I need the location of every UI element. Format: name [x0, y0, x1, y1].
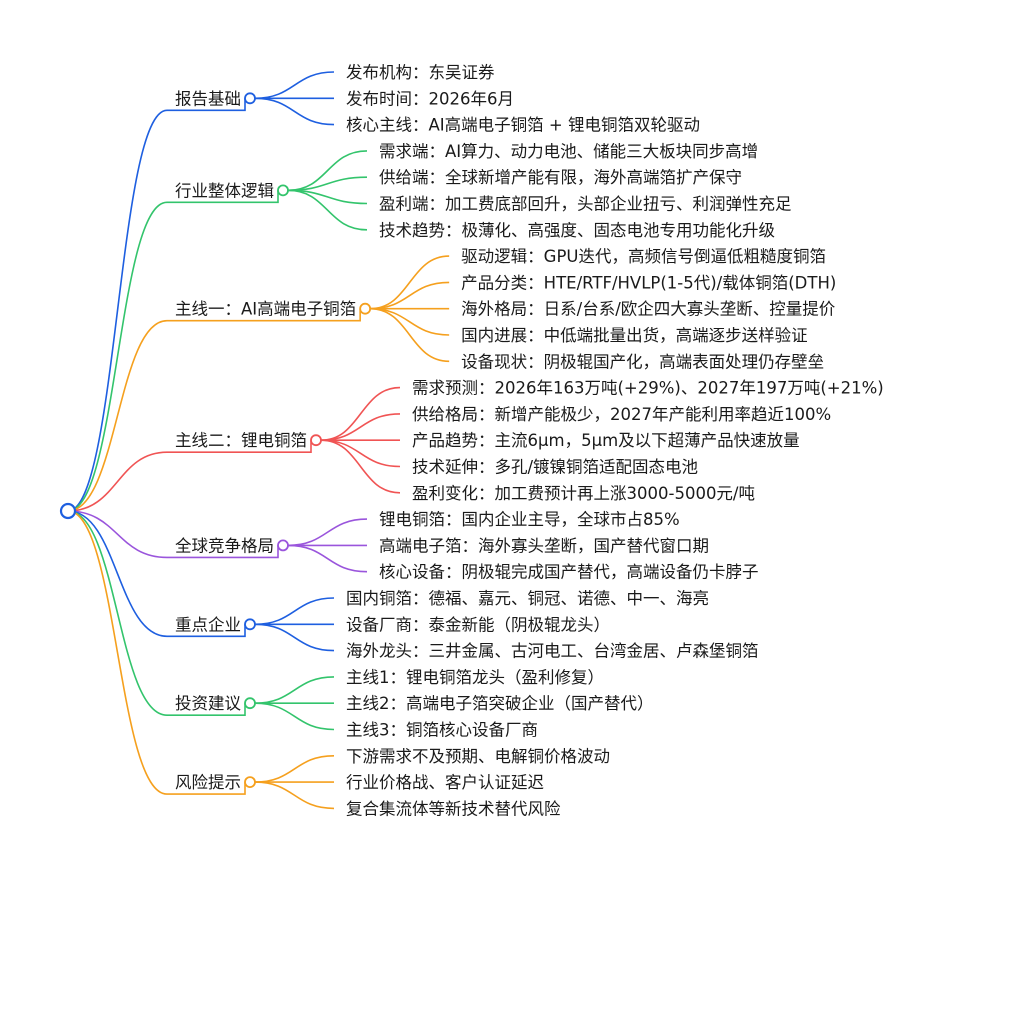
branch-node[interactable]	[244, 776, 256, 788]
leaf-label: 设备现状：阴极辊国产化，高端表面处理仍存壁垒	[461, 352, 824, 371]
branch-node[interactable]	[277, 184, 289, 197]
branch-edges	[254, 71, 450, 810]
root-node[interactable]	[59, 502, 77, 520]
leaf-label: 产品分类：HTE/RTF/HVLP(1-5代)/载体铜箔(DTH)	[461, 273, 836, 292]
leaf-label: 海外龙头：三井金属、古河电工、台湾金居、卢森堡铜箔	[346, 642, 759, 661]
branch-node[interactable]	[244, 618, 256, 631]
leaf-label: 核心主线：AI高端电子铜箔 + 锂电铜箔双轮驱动	[346, 116, 700, 135]
child-edge	[254, 597, 335, 626]
branch-node[interactable]	[277, 539, 289, 552]
leaf-label: 需求预测：2026年163万吨(+29%)、2027年197万吨(+21%)	[412, 379, 884, 398]
leaf-label: 主线1：锂电铜箔龙头（盈利修复）	[346, 668, 604, 687]
leaf-label: 发布机构：东吴证券	[346, 63, 495, 82]
branch-node[interactable]	[244, 92, 256, 105]
branch-label: 投资建议	[175, 694, 242, 713]
branch-label: 重点企业	[175, 615, 241, 634]
leaf-label: 盈利变化：加工费预计再上涨3000-5000元/吨	[412, 484, 755, 503]
root-edge	[67, 98, 246, 512]
leaf-label: 技术延伸：多孔/镀镍铜箔适配固态电池	[412, 458, 698, 477]
branch-label: 风险提示	[175, 773, 241, 792]
branch-node[interactable]	[310, 434, 322, 447]
root-edges	[67, 98, 361, 795]
child-edge	[287, 189, 368, 231]
leaf-label: 主线3：铜箔核心设备厂商	[346, 721, 538, 740]
branch-label: 全球竞争格局	[175, 536, 274, 555]
leaf-label: 海外格局：日系/台系/欧企四大寡头垄断、控量提价	[461, 300, 835, 319]
child-edge	[370, 307, 450, 363]
leaf-label: 国内铜箔：德福、嘉元、铜冠、诺德、中一、海亮	[346, 589, 709, 608]
leaf-label: 需求端：AI算力、动力电池、储能三大板块同步高增	[379, 142, 758, 161]
child-edge	[254, 623, 335, 652]
root-edge	[67, 510, 279, 559]
leaf-label: 供给端：全球新增产能有限，海外高端箔扩产保守	[379, 168, 742, 187]
leaf-label: 供给格局：新增产能极少，2027年产能利用率趋近100%	[412, 405, 831, 424]
leaf-label: 行业价格战、客户认证延迟	[346, 773, 544, 792]
child-edge	[320, 439, 401, 468]
root-edge	[67, 510, 246, 795]
child-edge	[370, 281, 450, 310]
leaf-label: 复合集流体等新技术替代风险	[346, 799, 561, 818]
branch-label: 主线一：AI高端电子铜箔	[175, 300, 356, 319]
node-circles	[59, 92, 372, 788]
leaf-label: 驱动逻辑：GPU迭代，高频信号倒逼低粗糙度铜箔	[461, 247, 826, 266]
root-edge	[67, 510, 246, 716]
child-edge	[370, 307, 450, 336]
child-edge	[254, 676, 335, 704]
leaf-label: 设备厂商：泰金新能（阴极辊龙头）	[346, 615, 610, 634]
leaf-label: 产品趋势：主流6μm，5μm及以下超薄产品快速放量	[412, 431, 800, 450]
child-edge	[320, 439, 401, 494]
leaf-label: 技术趋势：极薄化、高强度、固态电池专用功能化升级	[379, 221, 775, 240]
child-edge	[287, 518, 368, 547]
leaf-label: 下游需求不及预期、电解铜价格波动	[346, 747, 610, 766]
leaf-label: 核心设备：阴极辊完成国产替代，高端设备仍卡脖子	[379, 563, 759, 582]
branch-node[interactable]	[359, 302, 372, 315]
child-edge	[287, 544, 368, 573]
leaf-label: 高端电子箔：海外寡头垄断，国产替代窗口期	[379, 536, 709, 555]
child-edge	[320, 386, 401, 441]
child-edge	[320, 413, 401, 441]
root-edge	[67, 190, 279, 512]
leaf-label: 盈利端：加工费底部回升，头部企业扭亏、利润弹性充足	[379, 195, 792, 214]
leaf-label: 主线2：高端电子箔突破企业（国产替代）	[346, 694, 654, 713]
branch-label: 报告基础	[175, 89, 241, 108]
child-edge	[254, 755, 335, 783]
branch-node[interactable]	[244, 697, 256, 710]
leaf-label: 发布时间：2026年6月	[346, 89, 514, 108]
child-edge	[370, 255, 450, 310]
root-edge	[67, 440, 312, 512]
child-edge	[254, 781, 335, 810]
child-edge	[254, 97, 335, 126]
root-edge	[67, 308, 361, 512]
child-edge	[254, 71, 335, 100]
root-edge	[67, 510, 246, 638]
leaf-label: 国内进展：中低端批量出货，高端逐步送样验证	[461, 326, 808, 345]
branch-label: 行业整体逻辑	[175, 181, 274, 200]
branch-label: 主线二：锂电铜箔	[175, 431, 307, 450]
child-edge	[287, 150, 368, 192]
child-edge	[254, 702, 335, 731]
leaf-label: 锂电铜箔：国内企业主导，全球市占85%	[379, 510, 680, 529]
